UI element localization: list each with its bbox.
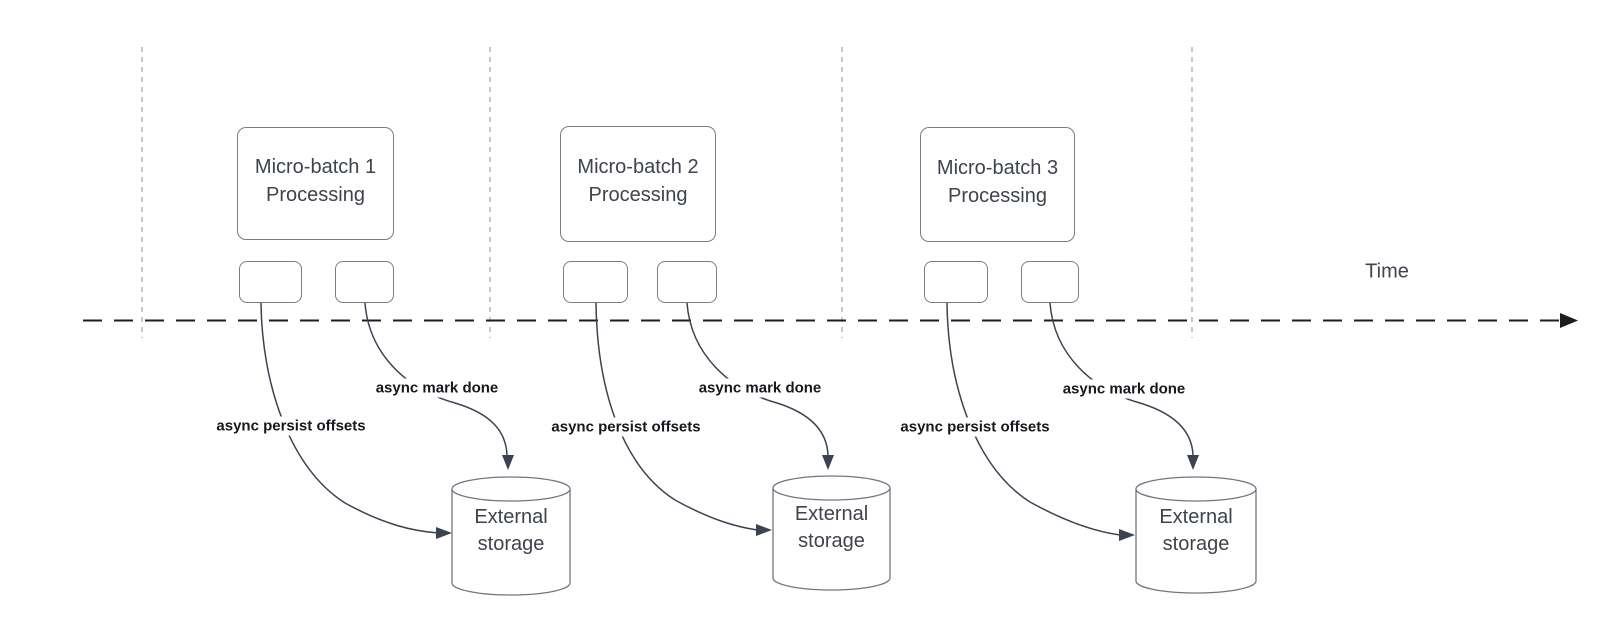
async-task-box-done-batch2 — [657, 261, 717, 303]
persist-offsets-arrowhead-icon-batch2 — [756, 524, 772, 536]
persist-offsets-arrow-batch3 — [946, 302, 1121, 536]
mark-done-arrow-batch1 — [364, 302, 508, 456]
persist-offsets-arrow-batch1 — [260, 302, 439, 534]
async-task-box-persist-batch1 — [239, 261, 302, 303]
micro-batch-1-processing-node: Micro-batch 1 Processing — [237, 127, 394, 240]
mark-done-arrow-batch2 — [686, 302, 829, 456]
micro-batch-2-processing-node: Micro-batch 2 Processing — [560, 126, 716, 242]
mark-done-arrowhead-icon-batch3 — [1187, 455, 1199, 470]
external-storage-cylinder-batch3 — [1135, 476, 1257, 594]
async-task-box-done-batch3 — [1021, 261, 1079, 303]
micro-batch-2-processing-label: Micro-batch 2 Processing — [577, 156, 699, 206]
mark-done-edge-label-batch2: async mark done — [693, 378, 827, 398]
external-storage-label-batch1: External storage — [474, 506, 548, 555]
async-task-box-persist-batch3 — [924, 261, 988, 303]
persist-offsets-edge-label-batch3: async persist offsets — [895, 417, 1055, 437]
micro-batch-3-processing-label: Micro-batch 3 Processing — [936, 156, 1059, 207]
persist-offsets-arrow-batch2 — [595, 302, 758, 531]
external-storage-label-batch2: External storage — [794, 503, 869, 552]
mark-done-arrowhead-icon-batch1 — [502, 455, 514, 470]
persist-offsets-arrowhead-icon-batch1 — [436, 527, 452, 539]
async-task-box-persist-batch2 — [563, 261, 628, 303]
mark-done-arrowhead-icon-batch2 — [822, 455, 834, 470]
external-storage-cylinder-batch1 — [451, 476, 571, 596]
async-task-box-done-batch1 — [335, 261, 394, 303]
micro-batch-3-processing-node: Micro-batch 3 Processing — [920, 127, 1075, 242]
persist-offsets-edge-label-batch1: async persist offsets — [211, 416, 371, 436]
mark-done-edge-label-batch1: async mark done — [370, 378, 504, 398]
persist-offsets-edge-label-batch2: async persist offsets — [546, 417, 706, 437]
micro-batch-1-processing-label: Micro-batch 1 Processing — [254, 155, 377, 206]
time-axis-arrowhead-icon — [1560, 313, 1578, 328]
persist-offsets-arrowhead-icon-batch3 — [1119, 529, 1135, 541]
external-storage-cylinder-batch2 — [772, 475, 891, 591]
external-storage-label-batch3: External storage — [1159, 506, 1233, 555]
mark-done-edge-label-batch3: async mark done — [1057, 379, 1191, 399]
mark-done-arrow-batch3 — [1049, 302, 1194, 456]
time-axis-label: Time — [1365, 260, 1409, 283]
